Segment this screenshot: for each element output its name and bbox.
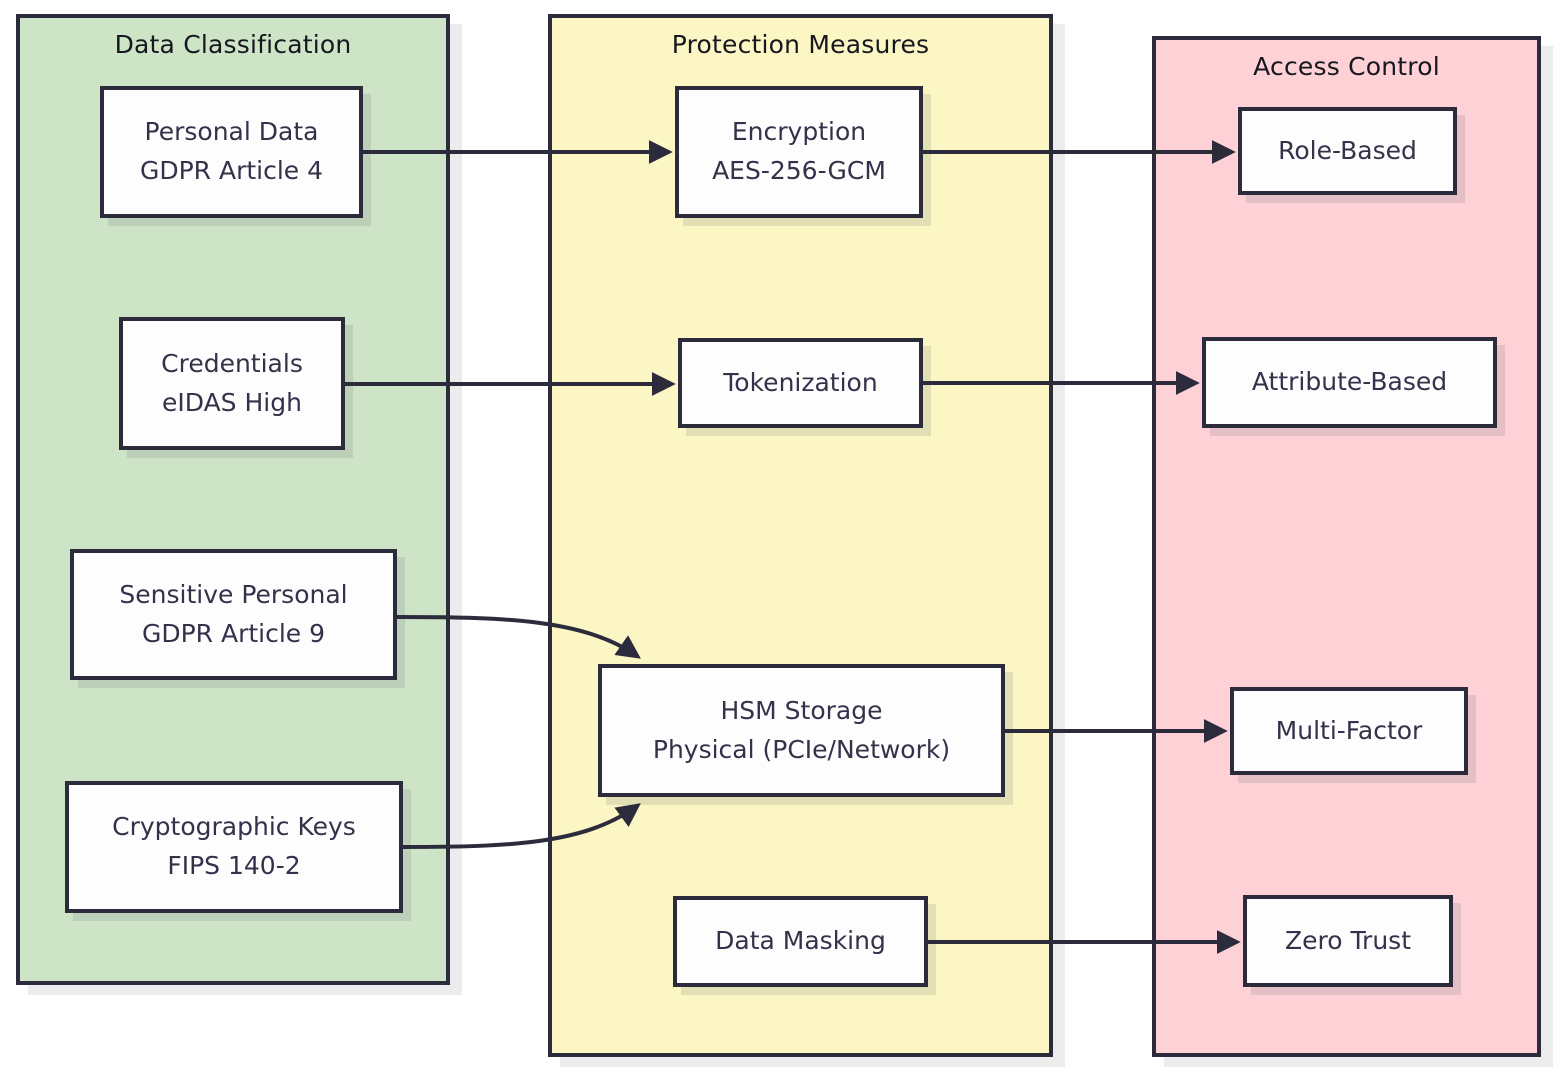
- node-data-masking: Data Masking: [673, 896, 928, 987]
- node-label: Tokenization: [723, 367, 878, 397]
- node-sublabel: eIDAS High: [162, 387, 302, 417]
- node-sublabel: Physical (PCIe/Network): [652, 734, 951, 764]
- node-sublabel: FIPS 140-2: [167, 851, 301, 880]
- node-encryption: Encryption AES-256-GCM: [675, 86, 923, 218]
- node-label: Attribute-Based: [1251, 367, 1448, 397]
- node-attribute-based: Attribute-Based: [1202, 337, 1497, 428]
- node-sublabel: GDPR Article 4: [139, 156, 324, 185]
- node-label: Zero Trust: [1284, 925, 1412, 955]
- node-zero-trust: Zero Trust: [1243, 895, 1453, 987]
- node-credentials: Credentials eIDAS High: [119, 317, 345, 450]
- node-tokenization: Tokenization: [678, 338, 923, 428]
- node-cryptographic-keys: Cryptographic Keys FIPS 140-2: [65, 781, 403, 913]
- node-label: Role-Based: [1278, 135, 1417, 165]
- column-access-control: Access Control: [1152, 36, 1541, 1057]
- node-personal-data: Personal Data GDPR Article 4: [100, 86, 363, 218]
- node-role-based: Role-Based: [1238, 107, 1457, 195]
- node-label: Sensitive Personal: [119, 579, 348, 609]
- node-label: Personal Data: [144, 117, 319, 147]
- column-title-data-classification: Data Classification: [114, 30, 352, 59]
- node-label: Multi-Factor: [1275, 715, 1423, 745]
- node-label: Credentials: [161, 348, 303, 378]
- column-title-protection-measures: Protection Measures: [671, 30, 930, 59]
- node-label: HSM Storage: [720, 695, 883, 725]
- node-label: Data Masking: [715, 926, 886, 956]
- column-title-access-control: Access Control: [1253, 52, 1440, 81]
- node-label: Encryption: [731, 117, 867, 147]
- node-multi-factor: Multi-Factor: [1230, 687, 1468, 775]
- node-label: Cryptographic Keys: [112, 812, 356, 842]
- node-hsm-storage: HSM Storage Physical (PCIe/Network): [598, 664, 1005, 797]
- node-sublabel: GDPR Article 9: [141, 618, 326, 648]
- node-sensitive-personal: Sensitive Personal GDPR Article 9: [70, 549, 397, 680]
- node-sublabel: AES-256-GCM: [712, 156, 886, 185]
